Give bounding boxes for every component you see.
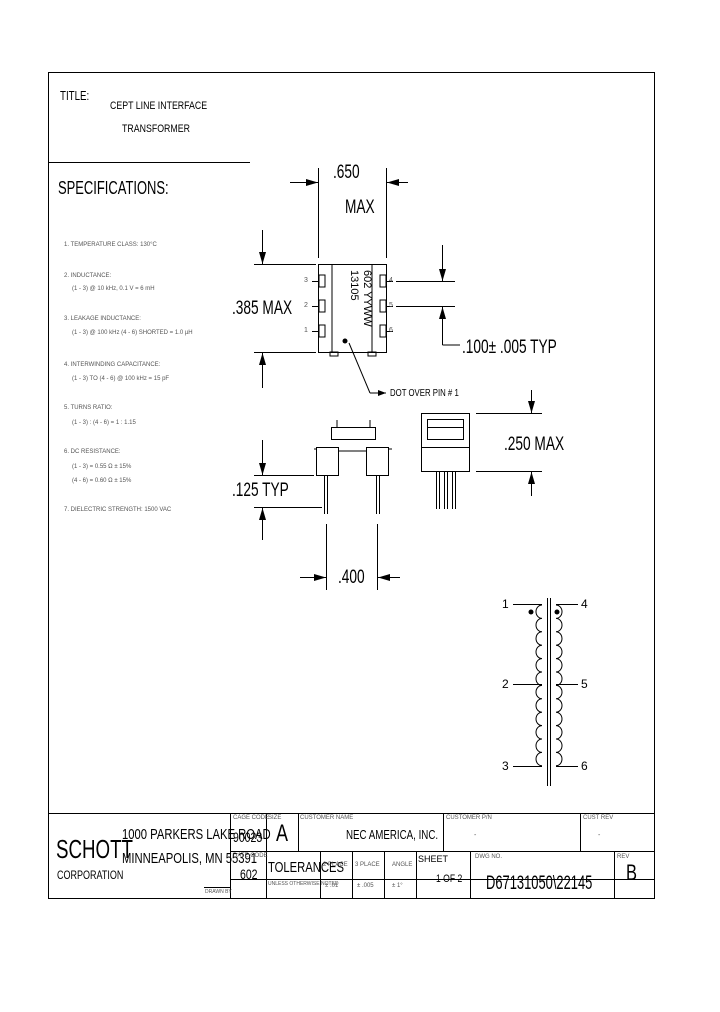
spec-item-6-value2: (4 - 6) = 0.60 Ω ± 15% [72, 478, 132, 484]
schematic-pin-2: 2 [502, 677, 509, 691]
dim-width-max: MAX [345, 197, 375, 218]
spec-item-5-value: (1 - 3) : (4 - 6) = 1 : 1.15 [72, 420, 136, 426]
company-subtitle: CORPORATION [57, 868, 124, 882]
dwg-no-value: D67131050\22145 [486, 873, 593, 894]
spec-item-4-title: 4. INTERWINDING CAPACITANCE: [64, 362, 161, 368]
angle-label: ANGLE [392, 862, 413, 868]
schematic-pin-4: 4 [581, 597, 588, 611]
sheet-value: 1 OF 2 [436, 873, 463, 885]
two-place-label: 2 PLACE [323, 862, 348, 868]
schematic-pin-3: 3 [502, 759, 509, 773]
dim-pitch: .100± .005 TYP [462, 337, 557, 358]
arrowhead [259, 353, 266, 365]
title-line2: TRANSFORMER [122, 123, 190, 135]
dim-depth: .250 MAX [504, 434, 565, 455]
pin-label-left-top: 3 [304, 277, 308, 284]
arrowhead [259, 252, 266, 264]
angle-value: ± 1° [392, 883, 403, 889]
spec-item-3-title: 3. LEAKAGE INDUCTANCE: [64, 316, 141, 322]
pin1-dot [342, 338, 348, 344]
cage-code-label: CAGE CODE [233, 815, 270, 821]
customer-name-value: NEC AMERICA, INC. [346, 827, 439, 842]
title-label: TITLE: [60, 88, 90, 103]
dim-standoff: .125 TYP [232, 480, 289, 501]
arrowhead [528, 401, 535, 413]
two-place-value: ± .01 [325, 883, 339, 889]
dim-width: .650 [333, 162, 360, 183]
arrowhead [439, 307, 446, 319]
address-line2: MINNEAPOLIS, MN 55391 [122, 850, 258, 867]
arrowhead [259, 463, 266, 475]
arrowhead [378, 574, 390, 581]
title-line1: CEPT LINE INTERFACE [110, 100, 208, 112]
rev-label: REV [617, 854, 630, 860]
part-marking: 602 YYWW [361, 270, 373, 327]
arrowhead [439, 269, 446, 281]
dot-note: DOT OVER PIN # 1 [390, 388, 459, 399]
size-value: A [276, 820, 289, 847]
spec-item-5-title: 5. TURNS RATIO: [64, 405, 113, 411]
three-place-label: 3 PLACE [355, 862, 380, 868]
schematic-pin-1: 1 [502, 597, 509, 611]
spec-item-4-value: (1 - 3) TO (4 - 6) @ 100 kHz = 15 pF [72, 376, 170, 382]
arrowhead [528, 472, 535, 484]
customer-name-label: CUSTOMER NAME [300, 815, 354, 821]
pin-label-left-mid: 2 [304, 302, 308, 309]
spec-item-3-value: (1 - 3) @ 100 kHz (4 - 6) SHORTED = 1.0 … [72, 330, 193, 336]
customer-pn-value: - [474, 832, 477, 839]
schematic-pin-5: 5 [581, 677, 588, 691]
size-label: SIZE [268, 815, 282, 821]
rev-value: B [626, 860, 638, 885]
dwg-no-label: DWG NO. [475, 854, 502, 860]
polarity-dot [554, 609, 560, 615]
lot-marking: 13105 [348, 270, 360, 301]
sheet-label: SHEET [418, 854, 449, 864]
three-place-value: ± .005 [357, 883, 374, 889]
pin-label-right-top: 4 [389, 277, 393, 284]
schematic-pin-6: 6 [581, 759, 588, 773]
arrowhead [314, 574, 326, 581]
dim-row: .400 [338, 567, 365, 588]
drawn-by-label: DRAWN BY [205, 889, 232, 895]
spec-item-2-title: 2. INDUCTANCE: [64, 273, 112, 279]
arrowhead [387, 179, 399, 186]
arrowhead [259, 508, 266, 520]
specifications-heading: SPECIFICATIONS: [58, 178, 169, 198]
tolerances-label: TOLERANCES [268, 859, 345, 876]
pin-label-right-mid: 5 [389, 302, 393, 309]
pin-label-right-bottom: 6 [389, 327, 393, 334]
arrowhead [378, 390, 386, 396]
polarity-dot [528, 609, 534, 615]
pin-label-left-bottom: 1 [304, 327, 308, 334]
arrowhead [306, 179, 318, 186]
address-line1: 1000 PARKERS LAKE ROAD [122, 826, 271, 843]
tolerances-note: UNLESS OTHERWISE NOTED [268, 881, 339, 887]
cage-code-value: 90023 [233, 829, 263, 845]
customer-rev-label: CUST REV [583, 815, 614, 821]
spec-item-7: 7. DIELECTRIC STRENGTH: 1500 VAC [64, 507, 172, 513]
date-code-value: 602 [240, 866, 258, 882]
dim-height: .385 MAX [232, 298, 293, 319]
company-logo: SCHOTT [56, 834, 133, 864]
customer-rev-value: - [598, 832, 601, 839]
spec-item-6-title: 6. DC RESISTANCE: [64, 449, 121, 455]
spec-item-2-value: (1 - 3) @ 10 kHz, 0.1 V = 6 mH [72, 286, 155, 292]
date-code-label: DATE CODE [233, 853, 268, 859]
spec-item-6-value1: (1 - 3) = 0.55 Ω ± 15% [72, 464, 132, 470]
spec-item-1: 1. TEMPERATURE CLASS: 130°C [64, 242, 157, 248]
customer-pn-label: CUSTOMER P/N [446, 815, 492, 821]
